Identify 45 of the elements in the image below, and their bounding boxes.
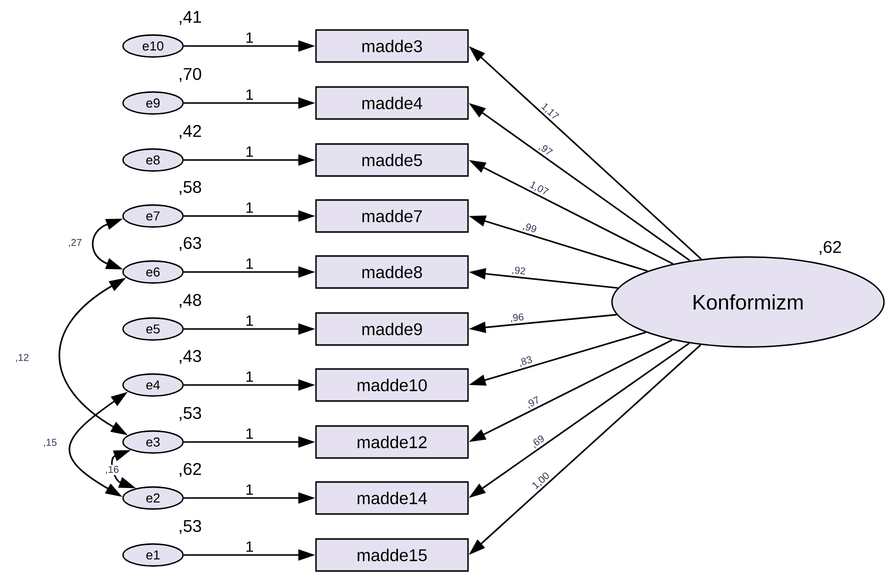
variable-box: madde15: [315, 538, 469, 572]
variance-label: ,53: [180, 406, 202, 422]
edge-label: ,97: [536, 141, 555, 159]
variable-box: madde7: [315, 199, 469, 233]
edge-label: 1: [246, 484, 253, 495]
variance-label: ,58: [180, 180, 202, 196]
variance-label: ,42: [180, 124, 201, 140]
edge-label: ,99: [520, 220, 539, 236]
variable-box: madde8: [315, 255, 469, 289]
edge-label: 1: [246, 146, 253, 157]
edge-label: ,83: [516, 354, 534, 369]
variance-label: ,63: [180, 236, 202, 252]
variance-label: ,41: [180, 11, 201, 25]
edge-label: ,16: [104, 464, 120, 476]
variable-box: madde4: [315, 86, 469, 120]
edge-label: 1,07: [527, 179, 551, 198]
edge-label: 1: [246, 315, 253, 326]
edge-label: 1: [246, 89, 253, 100]
edge-label: 1: [246, 428, 253, 439]
variable-box: madde12: [315, 425, 469, 459]
edge-label: ,92: [510, 265, 528, 277]
edge-label: ,97: [524, 394, 542, 411]
variable-box: madde3: [315, 29, 469, 63]
edge-label: ,27: [67, 238, 83, 248]
variable-box: madde5: [315, 143, 469, 177]
variance-label: ,43: [180, 350, 202, 364]
edge-label: 1: [246, 371, 253, 382]
edge-label: 1: [246, 202, 253, 213]
edge-label: ,96: [508, 312, 526, 324]
edge-label: ,15: [42, 438, 58, 448]
variable-box: madde10: [315, 368, 469, 402]
variance-label: ,62: [820, 240, 841, 256]
variance-label: ,62: [180, 462, 201, 478]
variable-box: madde9: [315, 312, 469, 346]
edge-label: 1: [246, 32, 253, 43]
edge-label: 1,00: [530, 470, 552, 492]
edge-label: 1: [246, 541, 253, 552]
edge-label: ,69: [528, 432, 548, 450]
edge-label: ,12: [14, 352, 30, 364]
variance-label: ,48: [180, 294, 202, 308]
variable-box: madde14: [315, 481, 469, 515]
variance-label: ,53: [180, 520, 202, 534]
edge-label: 1: [246, 258, 253, 269]
edge-label: 1,17: [538, 100, 561, 123]
variance-label: ,70: [180, 68, 202, 82]
